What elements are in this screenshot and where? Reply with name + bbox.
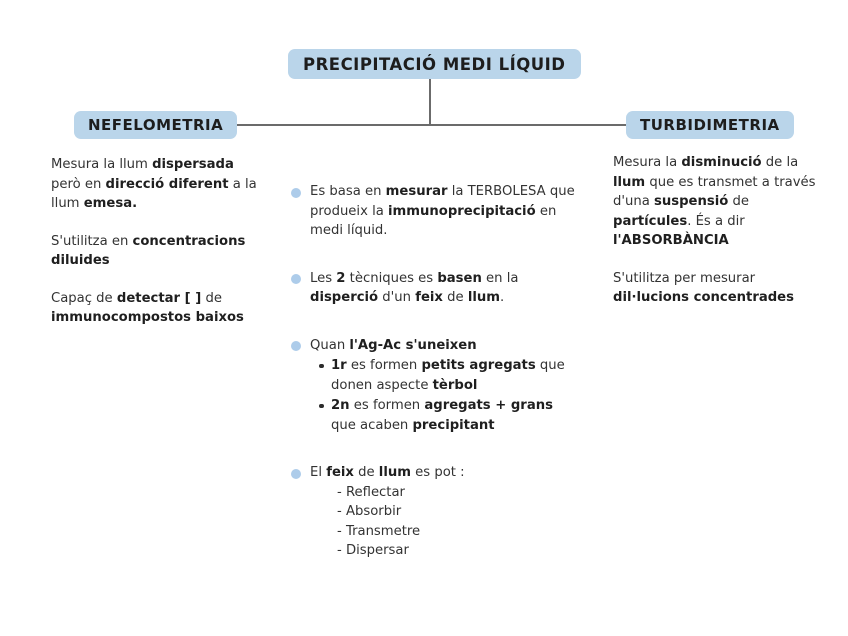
- sub-bullet-dot-icon: [319, 363, 324, 368]
- paragraph: Capaç de detectar [ ] de immunocompostos…: [51, 289, 266, 328]
- plain-text: la TERBOLESA que produeix la: [310, 184, 575, 219]
- emphasis-text: precipitant: [412, 417, 495, 433]
- plain-text: a la llum: [51, 176, 257, 212]
- plain-text: en la: [481, 270, 519, 286]
- bullet-item: El feix de llum es pot :- Reflectar- Abs…: [291, 463, 581, 561]
- plain-text: es formen: [349, 398, 425, 413]
- paragraph: S'utilitza per mesurar dil·lucions conce…: [613, 269, 823, 308]
- emphasis-text: llum: [378, 465, 411, 480]
- plain-text: de la: [761, 155, 799, 170]
- plain-text: Mesura la llum: [51, 157, 153, 172]
- plain-text: de: [728, 194, 749, 209]
- plain-text: Les: [310, 270, 337, 286]
- plain-text: en medi líquid.: [310, 203, 557, 239]
- emphasis-text: dil·lucions concentrades: [613, 290, 794, 305]
- dash-list-item: - Dispersar: [337, 543, 409, 558]
- title-badge: PRECIPITACIÓ MEDI LÍQUID: [288, 49, 581, 79]
- right-branch-badge-turbidimetria: TURBIDIMETRIA: [626, 111, 794, 139]
- plain-text: tècniques es: [345, 270, 438, 286]
- emphasis-text: disminució: [681, 155, 762, 170]
- paragraph: Mesura la disminució de la llum que es t…: [613, 153, 823, 251]
- dash-list-item: - Reflectar: [337, 484, 405, 500]
- right-column-text: Mesura la disminució de la llum que es t…: [613, 153, 823, 308]
- bullet-text: El feix de llum es pot :: [291, 463, 581, 483]
- emphasis-text: 2n: [331, 398, 350, 413]
- bullet-text: Les 2 tècniques es basen en la disperció…: [291, 269, 581, 308]
- emphasis-text: disperció: [310, 290, 379, 305]
- emphasis-text: basen: [437, 270, 482, 286]
- emphasis-text: direcció diferent: [105, 176, 229, 192]
- left-column-text: Mesura la llum dispersada però en direcc…: [51, 155, 266, 328]
- emphasis-text: l'Ag-Ac s'uneixen: [349, 337, 477, 353]
- sub-bullet-list: 1r es formen petits agregats que donen a…: [291, 356, 581, 435]
- emphasis-text: 2: [336, 270, 346, 286]
- bullet-dot-icon: [291, 468, 301, 479]
- plain-text: El: [310, 465, 327, 480]
- connector-vertical: [429, 79, 431, 125]
- bullet-text: Es basa en mesurar la TERBOLESA que prod…: [291, 182, 581, 241]
- emphasis-text: agregats + grans: [424, 398, 553, 413]
- plain-text: però en: [51, 176, 106, 192]
- plain-text: S'utilitza per mesurar: [613, 270, 756, 286]
- plain-text: que es transmet a través d'una: [613, 174, 816, 210]
- plain-text: . És a dir: [687, 213, 745, 229]
- left-branch-badge-nefelometria: NEFELOMETRIA: [74, 111, 238, 139]
- emphasis-text: l'ABSORBÀNCIA: [613, 233, 729, 248]
- dash-list-item: - Absorbir: [337, 504, 402, 519]
- bullet-item: Les 2 tècniques es basen en la disperció…: [291, 269, 581, 308]
- plain-text: S'utilitza en: [51, 233, 133, 249]
- plain-text: Mesura la: [613, 155, 682, 170]
- center-bullet-list: Es basa en mesurar la TERBOLESA que prod…: [291, 182, 581, 561]
- emphasis-text: partícules: [613, 213, 688, 229]
- sub-bullet-item: 2n es formen agregats + grans que acaben…: [319, 396, 581, 435]
- emphasis-text: feix: [415, 290, 443, 305]
- plain-text: de: [442, 290, 468, 305]
- plain-text: Capaç de: [51, 290, 117, 306]
- emphasis-text: petits agregats: [421, 358, 536, 373]
- emphasis-text: immunoprecipitació: [388, 203, 536, 219]
- emphasis-text: llum: [613, 174, 646, 190]
- plain-text: es pot :: [410, 465, 465, 480]
- emphasis-text: emesa.: [83, 196, 138, 211]
- bullet-text: Quan l'Ag-Ac s'uneixen: [291, 336, 581, 356]
- dash-list-item: - Transmetre: [337, 523, 421, 539]
- emphasis-text: mesurar: [385, 184, 448, 199]
- plain-text: d'un: [378, 290, 416, 305]
- paragraph: S'utilitza en concentracions diluides: [51, 232, 266, 271]
- bullet-item: Es basa en mesurar la TERBOLESA que prod…: [291, 182, 581, 241]
- plain-text: que acaben: [331, 417, 413, 433]
- emphasis-text: immunocompostos baixos: [51, 310, 244, 325]
- plain-text: .: [499, 290, 505, 305]
- emphasis-text: dispersada: [152, 157, 234, 172]
- bullet-dot-icon: [291, 341, 301, 351]
- plain-text: que donen aspecte: [331, 358, 565, 393]
- bullet-dot-icon: [291, 274, 301, 284]
- plain-text: es formen: [346, 358, 422, 373]
- sub-bullet-dot-icon: [319, 403, 324, 408]
- emphasis-text: 1r: [331, 358, 347, 373]
- plain-text: Es basa en: [310, 184, 386, 199]
- plain-text: Quan: [310, 337, 350, 353]
- emphasis-text: tèrbol: [432, 377, 478, 393]
- bullet-dot-icon: [291, 187, 301, 198]
- emphasis-text: feix: [326, 465, 354, 480]
- emphasis-text: concentracions diluides: [51, 233, 246, 269]
- paragraph: Mesura la llum dispersada però en direcc…: [51, 155, 266, 214]
- plain-text: de: [353, 465, 379, 480]
- emphasis-text: llum: [467, 290, 500, 305]
- plain-text: de: [201, 290, 222, 306]
- emphasis-text: suspensió: [654, 194, 729, 209]
- emphasis-text: detectar [ ]: [116, 290, 202, 306]
- connector-horizontal: [232, 124, 627, 126]
- sub-bullet-item: 1r es formen petits agregats que donen a…: [319, 356, 581, 395]
- dash-list: - Reflectar - Absorbir - Transmetre - Dispe…: [291, 483, 581, 561]
